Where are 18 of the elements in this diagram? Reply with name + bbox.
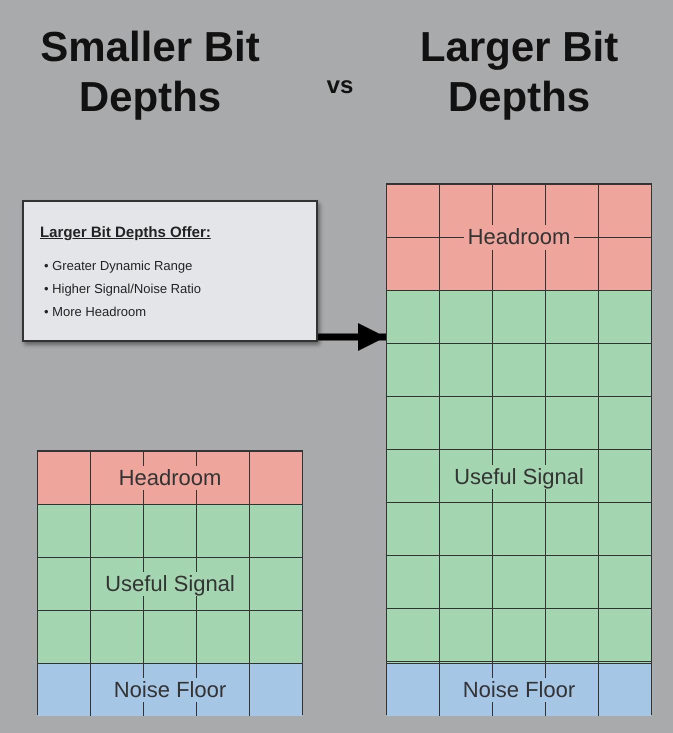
arrow [318, 323, 386, 351]
bullet-item: • More Headroom [44, 304, 148, 319]
noise-floor-band [38, 663, 302, 716]
headroom-band [38, 451, 302, 504]
heading: Smaller Bit Depths [40, 22, 260, 122]
info-box [22, 200, 318, 342]
band-label: Headroom [464, 225, 574, 250]
noise-floor-band [387, 663, 651, 716]
signal-band [387, 290, 651, 663]
headroom-band [387, 184, 651, 290]
heading: Larger Bit Depths [418, 22, 620, 122]
bit-depth-stack [37, 450, 303, 715]
signal-band [38, 504, 302, 663]
bullet-item: • Greater Dynamic Range [44, 258, 194, 273]
bit-depth-stack [386, 183, 652, 715]
versus-label: vs [326, 72, 354, 101]
bullet-item: • Higher Signal/Noise Ratio [44, 281, 202, 296]
box-heading: Larger Bit Depths Offer: [40, 224, 211, 241]
